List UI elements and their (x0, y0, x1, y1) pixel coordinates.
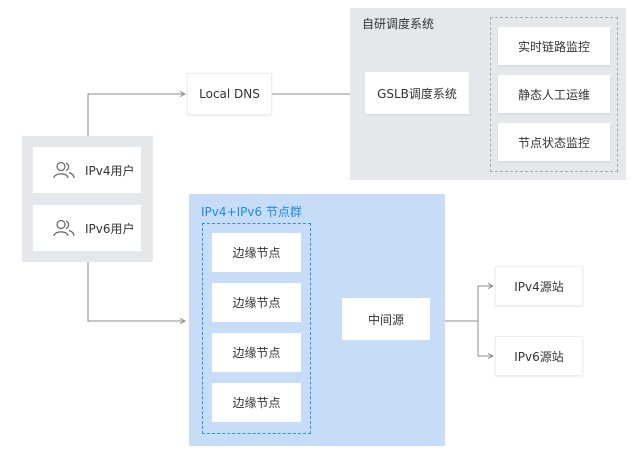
user-ipv6-box: IPv6用户 (33, 205, 141, 251)
user-ipv4-label: IPv4用户 (85, 163, 135, 178)
module-node-status: 节点状态监控 (498, 123, 610, 161)
users-icon (53, 161, 75, 179)
edge-node-1: 边缘节点 (212, 233, 301, 272)
edge-node-2: 边缘节点 (212, 283, 301, 322)
gslb-panel-title: 自研调度系统 (362, 17, 435, 31)
edge-node-4: 边缘节点 (212, 383, 301, 422)
gslb-system-box: GSLB调度系统 (365, 72, 469, 114)
connector-users-to-cluster (87, 262, 185, 321)
node-cluster-title: IPv4+IPv6 节点群 (201, 205, 302, 219)
connector-middle-to-origins (445, 285, 491, 357)
origin-ipv4-box: IPv4源站 (495, 266, 583, 306)
edge-node-3: 边缘节点 (212, 333, 301, 372)
module-realtime-link: 实时链路监控 (498, 27, 610, 65)
connector-users-to-dns (87, 94, 185, 136)
users-icon (53, 219, 75, 237)
edge-nodes-group (202, 223, 311, 434)
user-ipv4-box: IPv4用户 (33, 147, 141, 193)
origin-ipv6-box: IPv6源站 (495, 336, 583, 376)
local-dns-box: Local DNS (187, 73, 272, 115)
user-ipv6-label: IPv6用户 (85, 221, 135, 236)
module-static-ops: 静态人工运维 (498, 75, 610, 113)
monitor-modules-group (490, 17, 618, 172)
middle-source-box: 中间源 (342, 298, 430, 340)
